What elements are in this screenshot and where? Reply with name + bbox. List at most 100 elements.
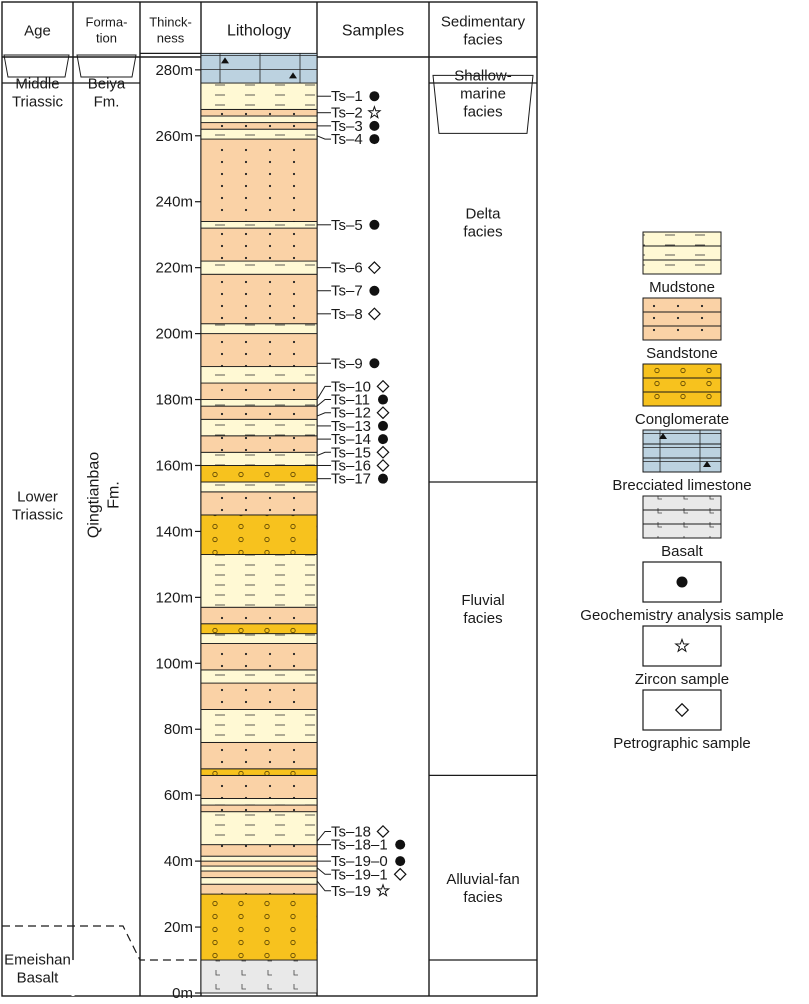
depth-tick-label: 60m bbox=[164, 787, 193, 804]
lithology-bed-sandstone bbox=[200, 138, 318, 222]
lithology-bed-sandstone bbox=[200, 643, 318, 671]
age-emeishan-basalt-text-line: Basalt bbox=[17, 969, 60, 986]
legend-swatch-limestone bbox=[642, 457, 722, 473]
samples-column: Ts–1Ts–2Ts–3Ts–4Ts–5Ts–6Ts–7Ts–8Ts–9Ts–1… bbox=[316, 88, 407, 900]
lithology-bed-mudstone bbox=[200, 260, 318, 275]
sample-label: Ts–19–1 bbox=[331, 866, 388, 883]
lithology-bed-conglomerate bbox=[200, 623, 318, 635]
lithology-bed-mudstone bbox=[200, 877, 318, 885]
depth-tick-label: 260m bbox=[155, 128, 193, 145]
lithology-bed-sandstone bbox=[200, 774, 318, 799]
geochem-marker-icon bbox=[369, 120, 380, 131]
sample-label: Ts–15 bbox=[331, 444, 371, 461]
breccia-triangle-icon bbox=[289, 72, 297, 79]
legend-swatch-mudstone bbox=[642, 245, 722, 261]
geochem-marker-icon bbox=[378, 434, 388, 445]
legend-swatch-conglomerate bbox=[642, 377, 722, 393]
lithology-bed-mudstone bbox=[200, 855, 318, 862]
sample-label: Ts–6 bbox=[331, 260, 363, 277]
formation-beiya-line: Beiya bbox=[88, 75, 126, 92]
petro-marker-icon bbox=[376, 406, 390, 420]
lithology-bed-conglomerate bbox=[200, 514, 318, 555]
sample-leader-line bbox=[316, 880, 331, 892]
legend-label-mudstone: Mudstone bbox=[649, 279, 715, 296]
lithology-bed-basalt bbox=[200, 959, 318, 994]
formation-qingtianbao: Qingtianbao bbox=[86, 452, 103, 538]
facies-label-line: facies bbox=[463, 889, 502, 906]
sample-label: Ts–14 bbox=[331, 431, 371, 448]
sample-leader-line bbox=[316, 135, 331, 140]
legend-label-basalt: Basalt bbox=[661, 543, 704, 560]
legend-swatch-sandstone bbox=[642, 311, 722, 327]
legend-swatch-basalt bbox=[642, 509, 722, 525]
legend-swatch-mudstone bbox=[642, 259, 722, 275]
header-thickness-line: ness bbox=[157, 31, 185, 46]
facies-label-line: Shallow- bbox=[454, 68, 512, 85]
legend-label-petro: Petrographic sample bbox=[613, 735, 751, 752]
lithology-bed-mudstone bbox=[200, 323, 318, 335]
sample-leader-line bbox=[316, 385, 331, 400]
legend-swatch-limestone bbox=[642, 429, 722, 445]
legend-label-zircon: Zircon sample bbox=[635, 671, 729, 688]
lithology-bed-mudstone bbox=[200, 221, 318, 229]
sample-label: Ts–2 bbox=[331, 105, 363, 122]
depth-tick-label: 40m bbox=[164, 853, 193, 870]
lithology-bed-mudstone bbox=[200, 709, 318, 743]
lithology-bed-sandstone bbox=[200, 122, 318, 130]
lithology-bed-sandstone bbox=[200, 227, 318, 262]
depth-tick-label: 20m bbox=[164, 919, 193, 936]
legend-swatch-conglomerate bbox=[642, 391, 722, 407]
lithology-bed-mudstone bbox=[200, 128, 318, 140]
depth-tick-label: 200m bbox=[155, 326, 193, 343]
geochem-marker-icon bbox=[369, 134, 380, 145]
depth-tick-label: 140m bbox=[155, 523, 193, 540]
lithology-bed-sandstone bbox=[200, 491, 318, 516]
petro-marker-icon bbox=[376, 458, 390, 472]
facies-label-line: facies bbox=[463, 224, 502, 241]
sample-label: Ts–16 bbox=[331, 457, 371, 474]
petro-marker-icon bbox=[376, 824, 390, 838]
geochem-marker-icon bbox=[369, 285, 380, 296]
facies-label-line: facies bbox=[463, 610, 502, 627]
lithology-bed-sandstone bbox=[200, 870, 318, 879]
lithology-bed-sandstone bbox=[200, 333, 318, 368]
legend-swatch-basalt bbox=[642, 495, 722, 511]
facies-label-line: marine bbox=[460, 86, 506, 103]
lithology-bed-mudstone bbox=[200, 366, 318, 384]
header-samples-line: Samples bbox=[342, 23, 404, 40]
lithology-bed-mudstone bbox=[200, 669, 318, 684]
depth-tick-label: 0m bbox=[172, 985, 193, 999]
sample-label: Ts–8 bbox=[331, 306, 363, 323]
lithology-bed-conglomerate bbox=[200, 893, 318, 961]
depth-tick-label: 220m bbox=[155, 260, 193, 277]
lithology-bed-mudstone bbox=[200, 798, 318, 806]
legend-label-conglomerate: Conglomerate bbox=[635, 411, 729, 428]
lithology-bed-mudstone bbox=[200, 481, 318, 493]
legend-swatch-sandstone bbox=[642, 297, 722, 313]
facies-column: Shallow-marinefaciesDeltafaciesFluvialfa… bbox=[429, 68, 537, 961]
legend: MudstoneSandstoneConglomerateBrecciated … bbox=[580, 231, 784, 752]
petro-marker-icon bbox=[393, 867, 407, 881]
thickness-axis: 0m20m40m60m80m100m120m140m160m180m200m22… bbox=[140, 52, 201, 1002]
sample-label: Ts–9 bbox=[331, 355, 363, 372]
geochem-marker-icon bbox=[378, 394, 388, 405]
depth-tick-label: 180m bbox=[155, 392, 193, 409]
petro-marker-icon bbox=[674, 702, 690, 718]
lithology-bed-mudstone bbox=[200, 554, 318, 608]
sample-label: Ts–1 bbox=[331, 88, 363, 105]
zircon-marker-icon bbox=[674, 637, 690, 653]
geochem-marker-icon bbox=[378, 473, 388, 484]
lithology-bed-mudstone bbox=[200, 82, 318, 110]
sample-label: Ts–18 bbox=[331, 823, 371, 840]
sample-leader-line bbox=[316, 451, 331, 457]
sample-label: Ts–11 bbox=[331, 392, 370, 409]
lithology-bed-conglomerate bbox=[200, 465, 318, 483]
facies-label-line: Delta bbox=[465, 206, 501, 223]
lithology-bed-mudstone bbox=[200, 115, 318, 124]
lithology-bed-conglomerate bbox=[200, 768, 318, 776]
sample-label: Ts–17 bbox=[331, 471, 371, 488]
geochem-marker-icon bbox=[395, 856, 406, 867]
